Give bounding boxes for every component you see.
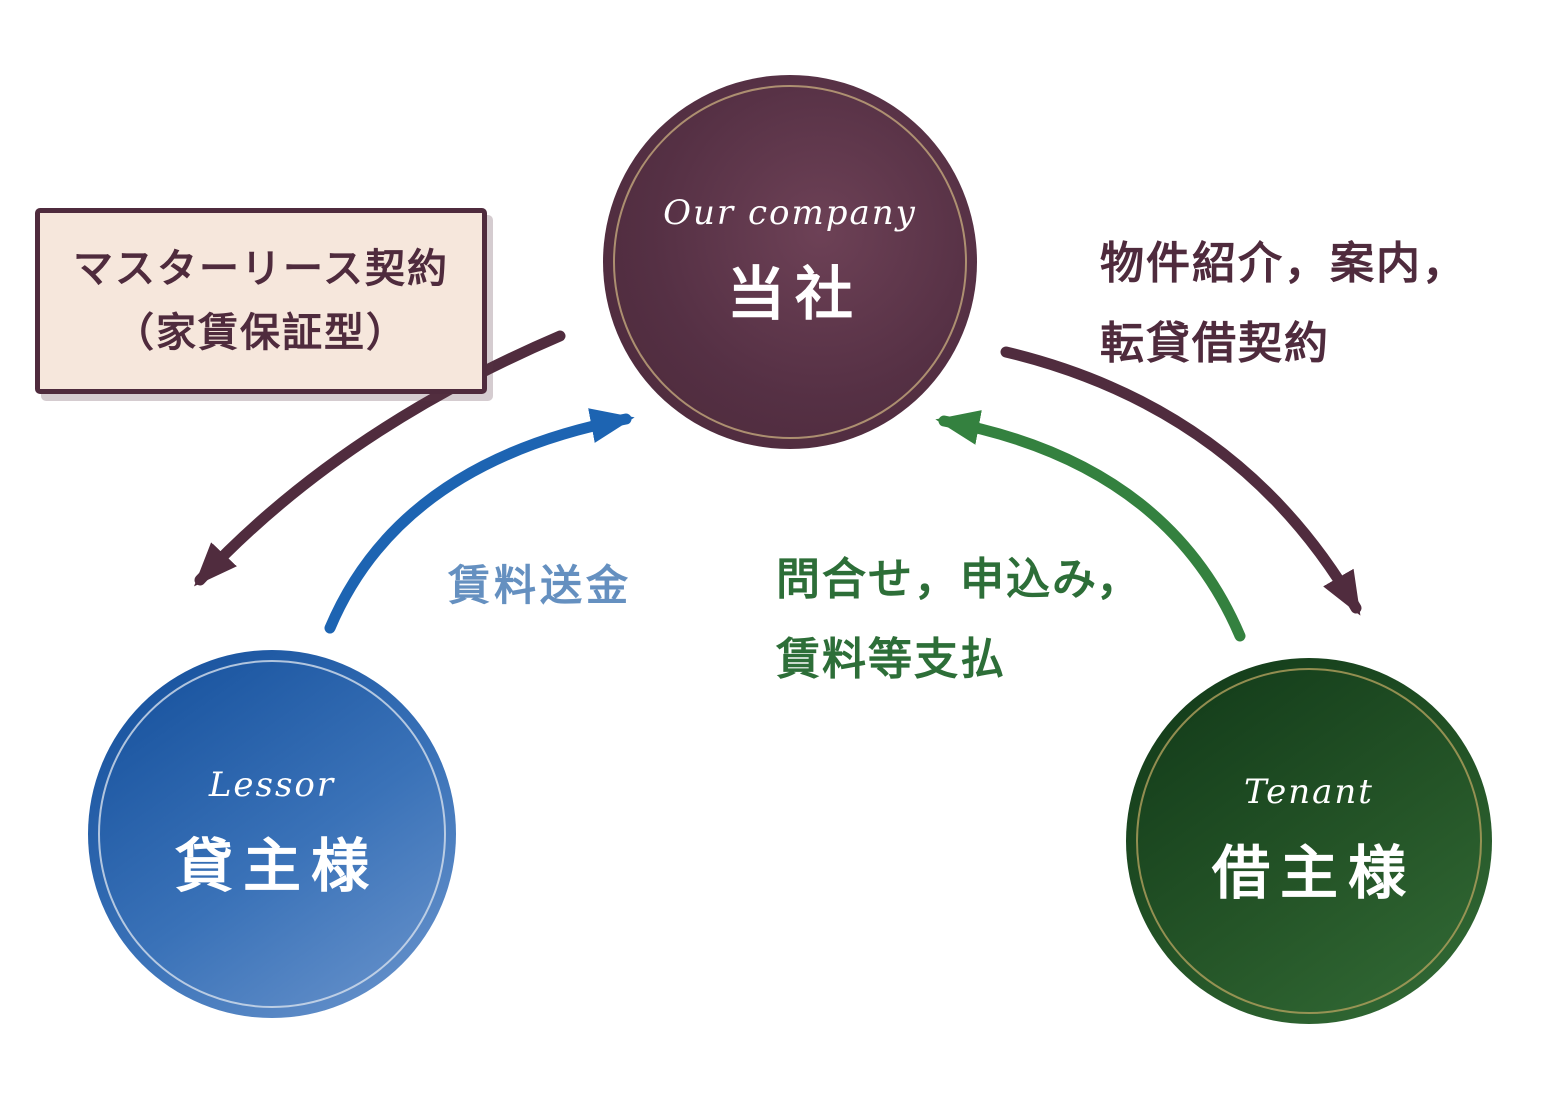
label-rent-remittance: 賃料送金	[448, 561, 633, 610]
node-company-en-label: Our company	[663, 193, 917, 233]
node-lessor: Lessor 貸主様	[88, 650, 456, 1018]
label-tenant-to-company: 問合せ，申込み， 賃料等支払	[776, 540, 1142, 700]
node-lessor-ja-label: 貸主様	[174, 832, 379, 900]
node-tenant-en-label: Tenant	[1244, 772, 1374, 812]
label-company-to-tenant-line2: 転貸借契約	[1100, 318, 1330, 370]
contract-box: マスターリース契約 （家賃保証型）	[35, 208, 487, 394]
node-lessor-en-label: Lessor	[208, 765, 336, 805]
node-company-ja-label: 当社	[726, 260, 863, 328]
node-tenant: Tenant 借主様	[1126, 658, 1492, 1024]
node-tenant-ja-label: 借主様	[1211, 839, 1416, 907]
label-tenant-to-company-line2: 賃料等支払	[776, 634, 1006, 686]
node-company: Our company 当社	[603, 75, 977, 449]
label-company-to-tenant-line1: 物件紹介，案内，	[1100, 238, 1468, 289]
contract-box-line1: マスターリース契約	[73, 246, 449, 292]
label-company-to-tenant: 物件紹介，案内， 転貸借契約	[1100, 224, 1468, 384]
label-tenant-to-company-line1: 問合せ，申込み，	[776, 554, 1143, 605]
contract-box-line2: （家賃保証型）	[114, 310, 408, 356]
